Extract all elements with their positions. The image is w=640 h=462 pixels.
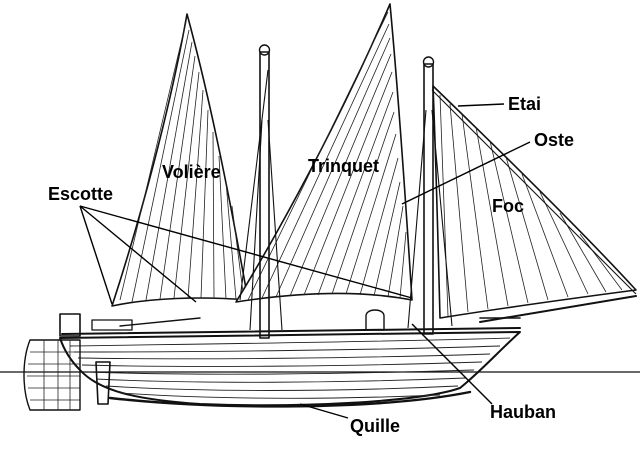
rigging <box>239 69 637 331</box>
label-etai: Etai <box>508 94 541 114</box>
label-trinquet: Trinquet <box>308 156 379 176</box>
label-oste: Oste <box>534 130 574 150</box>
label-voliere: Volière <box>162 162 221 182</box>
label-quille: Quille <box>350 416 400 436</box>
labels: Escotte Volière Trinquet Etai Oste Foc H… <box>48 94 574 436</box>
deck-details <box>91 309 521 331</box>
leader-lines <box>79 103 531 419</box>
label-escotte: Escotte <box>48 184 113 204</box>
label-foc: Foc <box>492 196 524 216</box>
fore-mast <box>422 56 435 335</box>
hull <box>59 295 637 408</box>
stern-gear <box>23 313 111 411</box>
foc-sail <box>432 85 637 319</box>
label-hauban: Hauban <box>490 402 556 422</box>
trinquet-sail <box>235 3 413 303</box>
aft-mast <box>258 44 271 339</box>
voliere-sail <box>111 13 249 307</box>
